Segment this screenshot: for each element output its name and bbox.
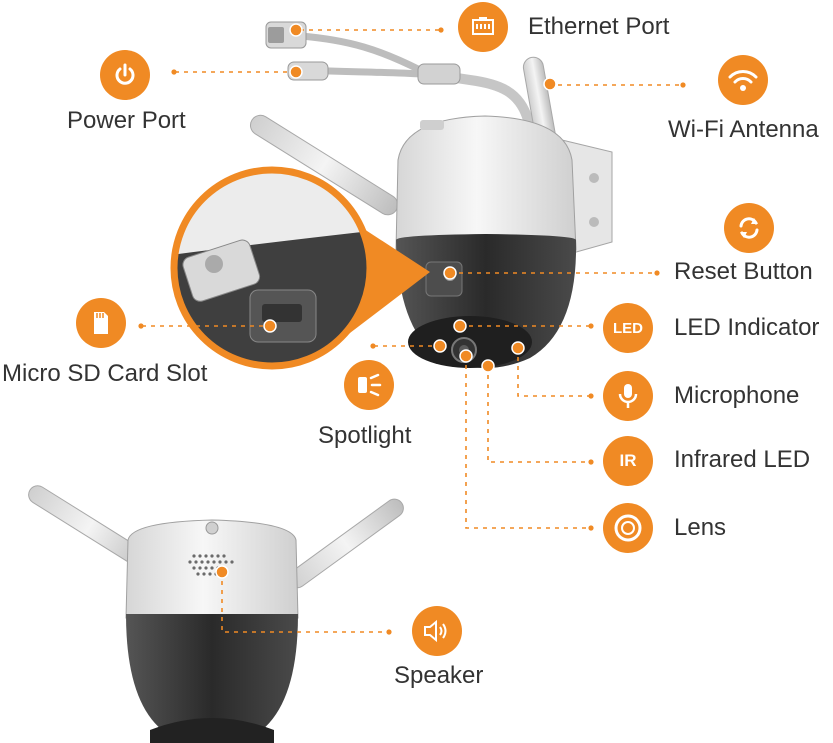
led-icon: LED (603, 303, 653, 353)
power-icon (100, 50, 150, 100)
left-antenna-top (249, 114, 399, 216)
end-dots (138, 27, 686, 635)
spotlight-icon (344, 360, 394, 410)
sd-card-icon (76, 298, 126, 348)
label-wifi-antenna: Wi-Fi Antenna (668, 116, 819, 143)
label-led-indicator: LED Indicator (674, 314, 820, 341)
label-micro-sd: Micro SD Card Slot (2, 360, 208, 387)
zoom-circle (170, 166, 374, 370)
label-reset-button: Reset Button (674, 258, 813, 285)
ethernet-port-icon (458, 2, 508, 52)
wifi-icon (718, 55, 768, 105)
lens-icon (603, 503, 653, 553)
label-speaker: Speaker (394, 662, 484, 689)
cable-junction (417, 63, 461, 85)
camera-housing (395, 115, 577, 251)
label-spotlight: Spotlight (318, 422, 412, 449)
label-microphone: Microphone (674, 382, 800, 409)
label-infrared-led: Infrared LED (674, 446, 811, 473)
marker-dots (215, 23, 557, 579)
bottom-dome (126, 614, 298, 730)
infrared-icon: IR (603, 436, 653, 486)
reset-icon (724, 203, 774, 253)
label-power-port: Power Port (67, 107, 186, 134)
led-icon-text: LED (613, 319, 643, 337)
leader-lines (142, 29, 682, 633)
ir-icon-text: IR (619, 451, 637, 470)
label-lens: Lens (674, 514, 727, 541)
microphone-icon (603, 371, 653, 421)
right-antenna-bottom (287, 498, 404, 589)
label-ethernet-port: Ethernet Port (528, 13, 670, 40)
speaker-icon (412, 606, 462, 656)
